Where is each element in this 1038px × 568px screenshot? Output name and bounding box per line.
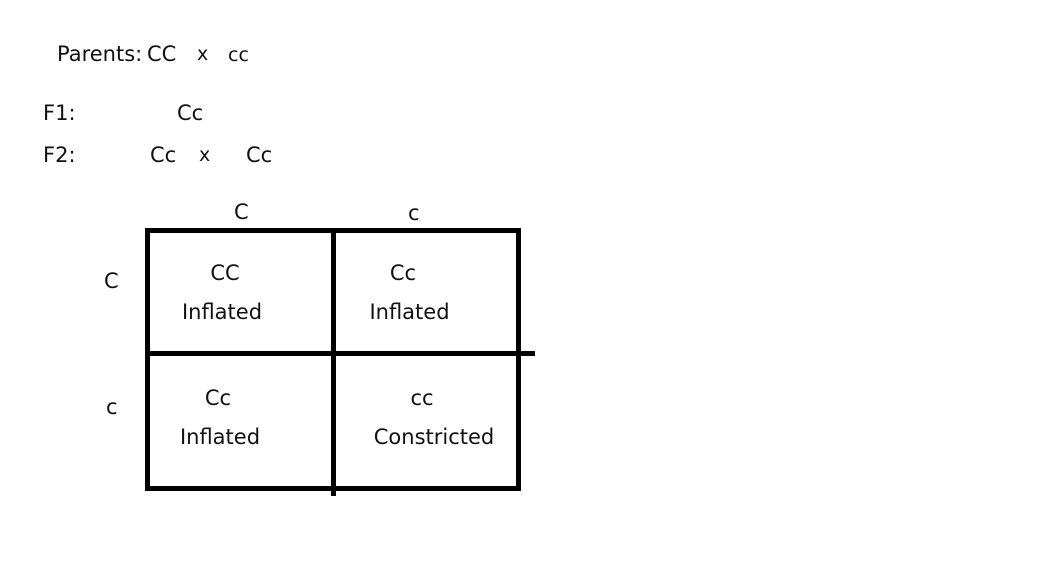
grid-divider-horizontal (145, 351, 535, 356)
punnett-cell-genotype: Cc (204, 386, 232, 410)
punnett-cell-1-0: Cc Inflated (125, 388, 311, 448)
parents-cross-symbol: x (197, 43, 209, 65)
punnett-cell-phenotype: Inflated (369, 300, 450, 324)
punnett-cell-1-1: cc Constricted (329, 388, 515, 448)
punnett-cell-0-1: Cc Inflated (310, 263, 496, 323)
parents-genotype-1: CC (147, 42, 177, 66)
parents-genotype-2: cc (228, 44, 249, 66)
f2-label: F2: (43, 143, 76, 167)
punnett-cell-genotype: Cc (389, 261, 417, 285)
column-gamete-label-0: C (234, 200, 249, 224)
punnett-cell-phenotype: Inflated (179, 425, 261, 449)
punnett-cell-phenotype: Inflated (181, 300, 263, 324)
punnett-cell-0-0: CC Inflated (132, 263, 318, 323)
grid-divider-vertical (331, 228, 336, 496)
f2-cross-symbol: x (199, 144, 211, 166)
parents-label: Parents: (57, 42, 143, 66)
f1-label: F1: (43, 101, 76, 125)
f2-genotype-1: Cc (150, 143, 177, 167)
punnett-cell-genotype: cc (410, 386, 434, 410)
column-gamete-label-1: c (408, 201, 420, 225)
row-gamete-label-0: C (104, 269, 119, 293)
f1-genotype: Cc (177, 101, 204, 125)
row-gamete-label-1: c (106, 395, 118, 419)
punnett-cell-phenotype: Constricted (373, 425, 495, 449)
punnett-cell-genotype: CC (210, 261, 240, 285)
f2-genotype-2: Cc (246, 143, 273, 167)
